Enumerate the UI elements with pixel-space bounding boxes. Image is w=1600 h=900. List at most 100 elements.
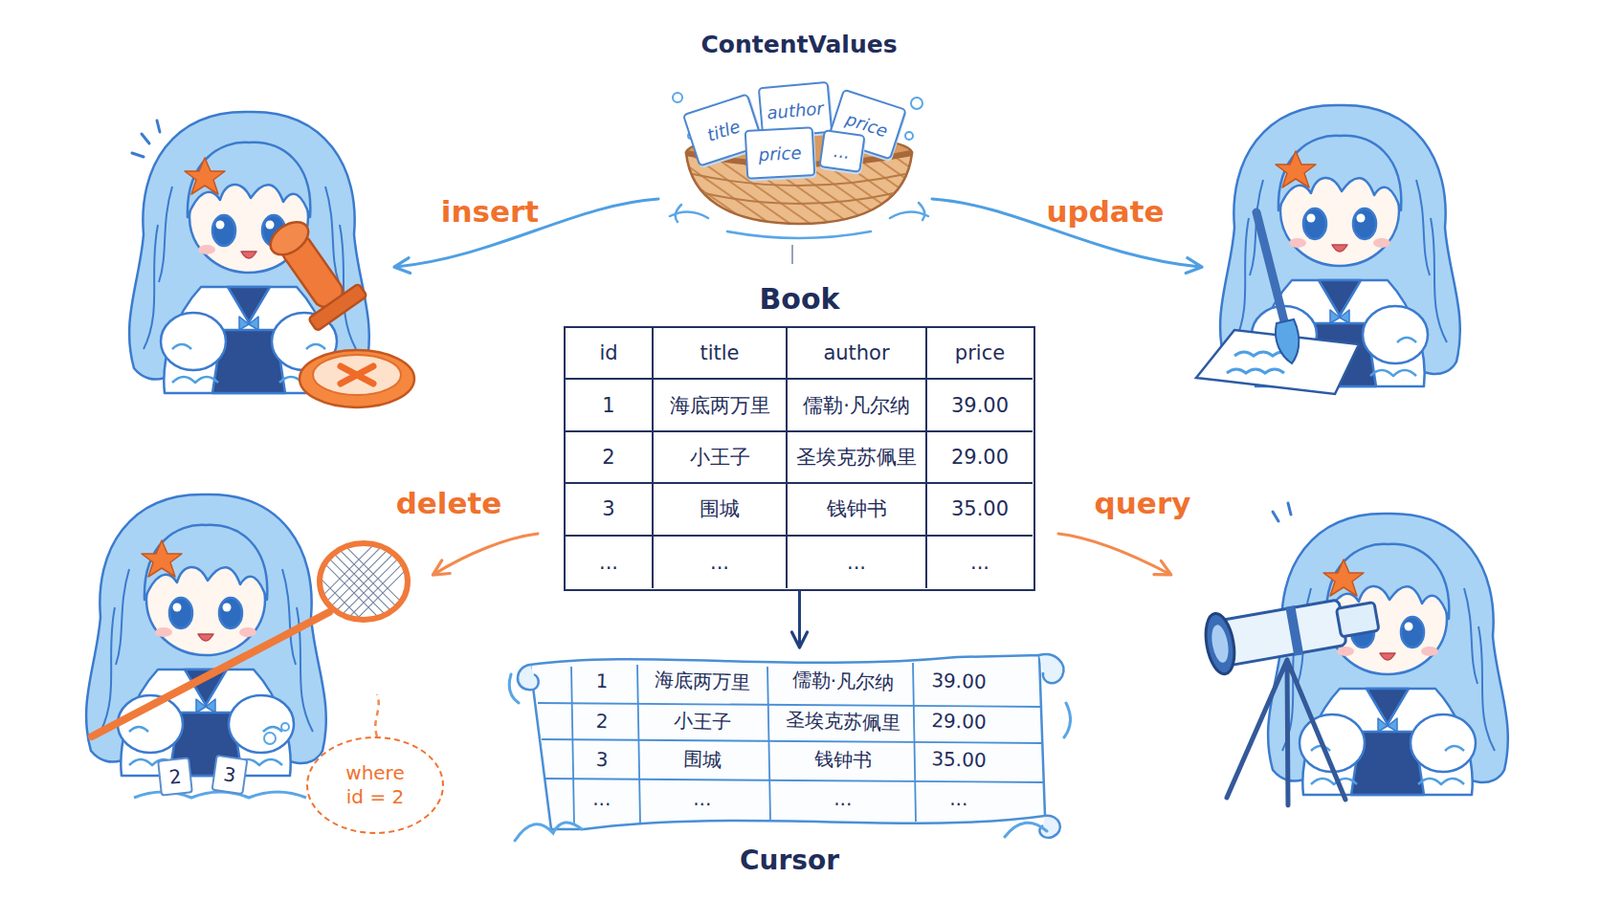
art-shape bbox=[509, 674, 1070, 842]
table-cell: 39.00 bbox=[927, 379, 1033, 432]
cursor-cell: 35.00 bbox=[914, 741, 1002, 778]
art-shape bbox=[340, 366, 374, 384]
table-cell: 3 bbox=[565, 484, 654, 536]
art-shape bbox=[571, 666, 575, 826]
node-text: where id = 2 bbox=[336, 761, 414, 810]
operation-label: delete bbox=[362, 486, 535, 521]
cursor-cell: 3 bbox=[577, 742, 626, 778]
table-cell: 钱钟书 bbox=[787, 484, 928, 536]
table-header-cell: author bbox=[787, 328, 928, 380]
art-shape bbox=[791, 244, 794, 265]
table-cell: 圣埃克苏佩里 bbox=[787, 432, 928, 485]
art-shape bbox=[692, 174, 906, 204]
art-shape bbox=[1226, 660, 1346, 806]
cursor-cell: ... bbox=[639, 780, 765, 819]
cursor-scroll: 1 海底两万里儒勒·凡尔纳39.00 2 小王子圣埃克苏佩里29.00 3 围城钱钟书35… bbox=[507, 645, 1072, 886]
art-shape bbox=[308, 283, 368, 332]
node-text: 2 bbox=[167, 764, 182, 789]
condition-bubble: where id = 2 bbox=[306, 736, 445, 835]
art-shape bbox=[375, 694, 378, 737]
row-id-tile: 3 bbox=[211, 755, 249, 796]
art-shape bbox=[1209, 623, 1232, 665]
table-cell: 儒勒·凡尔纳 bbox=[787, 379, 928, 432]
art-shape bbox=[911, 97, 923, 110]
operation-label: query bbox=[1056, 486, 1229, 521]
art-shape bbox=[1218, 600, 1347, 667]
art-shape bbox=[530, 655, 1045, 830]
cursor-cell: ... bbox=[770, 779, 915, 818]
art-shape bbox=[537, 663, 1044, 826]
art-shape bbox=[1058, 533, 1170, 575]
art-shape bbox=[541, 739, 1042, 744]
operation-label: update bbox=[1019, 194, 1192, 229]
node-text: ... bbox=[832, 139, 852, 162]
table-cell: ... bbox=[927, 536, 1033, 589]
table-cell: 围城 bbox=[653, 484, 788, 536]
art-shape bbox=[767, 666, 771, 821]
node-text: 3 bbox=[222, 762, 238, 788]
art-shape bbox=[1201, 611, 1240, 677]
cursor-cell: 2 bbox=[577, 704, 626, 739]
node-text: price bbox=[757, 141, 802, 164]
content-values-basket: ContentValuestitleauthorpriceprice... bbox=[669, 26, 929, 228]
cursor-cell: 39.00 bbox=[914, 663, 1002, 699]
art-shape bbox=[281, 723, 289, 732]
cursor-cell: 儒勒·凡尔纳 bbox=[770, 662, 915, 700]
cursor-cell: 海底两万里 bbox=[639, 663, 765, 701]
table-grid: idtitleauthorprice 1海底两万里儒勒·凡尔纳39.00 2小王子圣… bbox=[563, 326, 1036, 592]
table-header-cell: price bbox=[927, 328, 1033, 380]
table-cell: 1 bbox=[565, 379, 654, 432]
art-shape bbox=[287, 535, 441, 651]
field-card: price bbox=[744, 126, 817, 180]
cursor-cell: 圣埃克苏佩里 bbox=[770, 702, 915, 740]
cursor-rows: 1 海底两万里儒勒·凡尔纳39.00 2 小王子圣埃克苏佩里29.00 3 围城钱钟书35… bbox=[507, 645, 1072, 838]
art-shape bbox=[1275, 319, 1299, 364]
art-shape bbox=[669, 202, 929, 239]
art-shape bbox=[264, 733, 276, 745]
art-shape bbox=[537, 703, 1042, 708]
art-shape bbox=[319, 543, 408, 621]
art-shape bbox=[905, 132, 913, 140]
art-shape bbox=[299, 350, 415, 408]
cursor-cell: 1 bbox=[577, 664, 626, 699]
table-header-cell: id bbox=[565, 328, 654, 380]
art-shape bbox=[545, 778, 1044, 783]
art-shape bbox=[264, 215, 314, 262]
art-shape bbox=[434, 533, 538, 575]
art-shape bbox=[1285, 605, 1304, 657]
table-cell: 2 bbox=[565, 432, 654, 485]
row-id-tile: 2 bbox=[156, 756, 194, 797]
table-cell: 29.00 bbox=[927, 432, 1033, 485]
node-text: title bbox=[704, 115, 743, 146]
node-text: Book bbox=[563, 277, 1036, 322]
cursor-cell: ... bbox=[577, 781, 626, 817]
cursor-cell: ... bbox=[914, 780, 1002, 817]
art-shape bbox=[1267, 513, 1509, 796]
cursor-cell: 围城 bbox=[639, 741, 765, 779]
art-shape bbox=[517, 665, 539, 690]
art-shape bbox=[637, 665, 641, 824]
table-cell: ... bbox=[787, 536, 928, 589]
art-shape bbox=[1335, 602, 1379, 638]
table-cell: ... bbox=[565, 536, 654, 589]
table-cell: 海底两万里 bbox=[653, 379, 788, 432]
cursor-cell: 钱钟书 bbox=[770, 740, 915, 778]
art-shape bbox=[1201, 586, 1382, 677]
table-cell: 小王子 bbox=[653, 432, 788, 485]
art-shape bbox=[672, 92, 683, 103]
node-text: ContentValues bbox=[669, 30, 929, 59]
table-cell: ... bbox=[653, 536, 788, 589]
table-header-cell: title bbox=[653, 328, 788, 380]
art-shape bbox=[287, 535, 441, 651]
cursor-cell: 小王子 bbox=[639, 703, 765, 741]
field-card: ... bbox=[818, 129, 866, 174]
art-shape bbox=[312, 355, 401, 396]
art-shape bbox=[256, 209, 368, 332]
node-text: Cursor bbox=[507, 844, 1072, 877]
art-shape bbox=[1272, 503, 1291, 522]
art-shape bbox=[132, 120, 160, 157]
art-shape bbox=[1256, 212, 1286, 326]
book-table: Bookidtitleauthorprice1海底两万里儒勒·凡尔纳39.002… bbox=[563, 277, 1036, 592]
cursor-cell: 29.00 bbox=[914, 703, 1002, 739]
